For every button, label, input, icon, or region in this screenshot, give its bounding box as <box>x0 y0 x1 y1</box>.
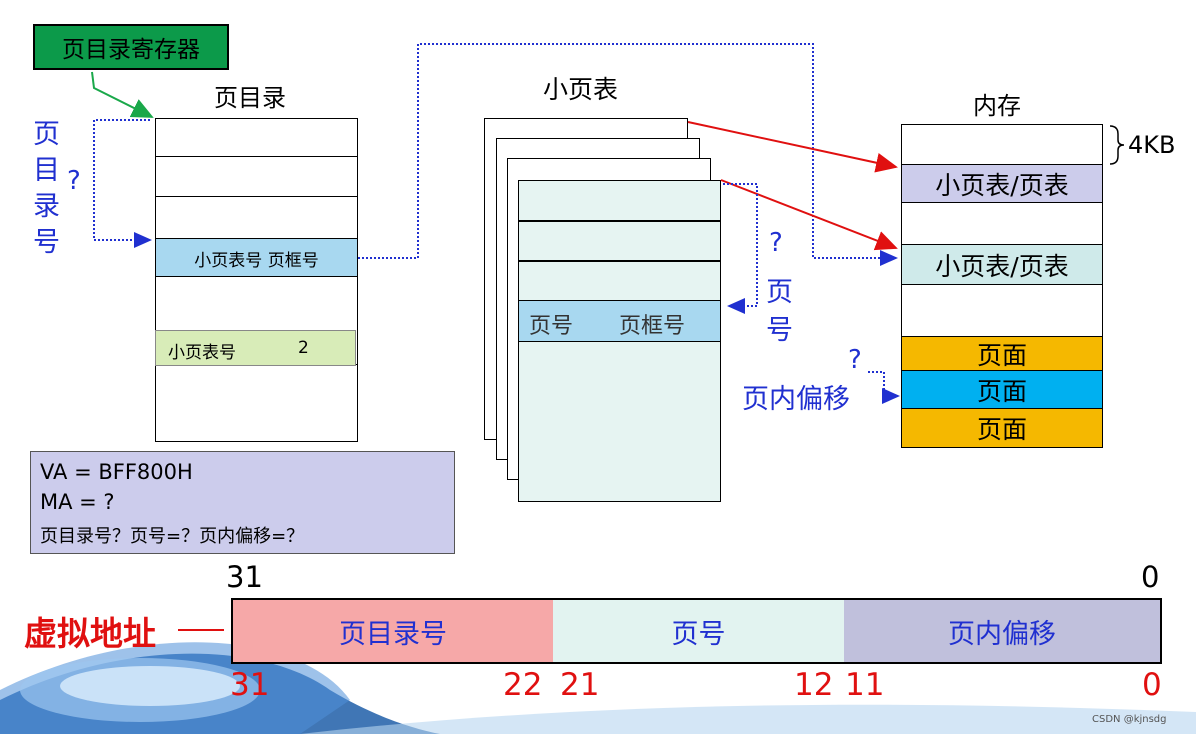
pd-to-memory-dotted <box>358 43 898 266</box>
page-directory-register-label: 页目录寄存器 <box>62 37 200 63</box>
bit-label: 12 <box>794 667 834 703</box>
page-index-char: 页 <box>766 277 793 308</box>
virtual-address-title: 虚拟地址 <box>24 614 156 653</box>
memory-block-label: 小页表/页表 <box>935 252 1069 281</box>
spt-row-line <box>518 220 721 222</box>
bit-label: 31 <box>230 667 270 703</box>
page-directory-title: 页目录 <box>214 84 286 112</box>
memory-block-label: 页面 <box>976 377 1027 406</box>
memory-block-page: 页面 <box>901 408 1103 448</box>
memory-block-label: 小页表/页表 <box>935 171 1069 200</box>
pd-entry-small-table-label: 小页表号 页框号 <box>194 250 319 271</box>
bit-label: 11 <box>845 667 885 703</box>
memory-title: 内存 <box>973 92 1021 120</box>
address-segment-offset: 页内偏移 <box>844 598 1162 664</box>
pd-index-char: 页 <box>33 119 60 150</box>
address-segment-pd-index: 页目录号 <box>231 598 553 664</box>
pd-entry-2: 小页表号 2 <box>155 330 356 366</box>
pd-entry-2-label: 小页表号 <box>168 343 236 363</box>
info-question: 页目录号？页号=？页内偏移=？ <box>40 526 305 547</box>
address-segment-page-index: 页号 <box>553 598 844 664</box>
memory-block-small-table: 小页表/页表 <box>901 244 1103 286</box>
small-page-table-title: 小页表 <box>543 75 619 104</box>
page-index-char: 号 <box>766 315 793 346</box>
page-index-bracket <box>723 183 758 314</box>
size-brace <box>1109 125 1125 165</box>
pd-index-char: 录 <box>33 191 60 222</box>
info-ma: MA = ? <box>40 490 115 514</box>
pd-index-bracket <box>93 119 152 248</box>
segment-label: 页目录号 <box>339 618 447 650</box>
address-top-bit-low: 0 <box>1141 560 1160 594</box>
memory-block <box>901 124 1103 166</box>
pd-index-char: 目 <box>33 155 60 186</box>
memory-block-small-table: 小页表/页表 <box>901 164 1103 204</box>
page-offset-label: 页内偏移 <box>742 384 850 415</box>
bit-label: 21 <box>560 667 600 703</box>
pd-entry-small-table: 小页表号 页框号 <box>155 238 358 278</box>
info-va: VA = BFF800H <box>40 460 193 484</box>
spt-entry-page-no: 页号 <box>529 314 574 339</box>
size-label: 4KB <box>1128 131 1176 159</box>
info-box: VA = BFF800H MA = ? 页目录号？页号=？页内偏移=？ <box>30 451 455 554</box>
memory-block-label: 页面 <box>976 415 1027 444</box>
memory-block-page-target: 页面 <box>901 370 1103 410</box>
table-to-memory-arrow <box>687 121 898 173</box>
table-to-memory-arrow <box>720 179 898 251</box>
spt-row-line <box>518 260 721 262</box>
page-directory-register: 页目录寄存器 <box>33 24 229 70</box>
spt-entry: 页号 页框号 <box>518 300 721 342</box>
pd-index-char: 号 <box>33 227 60 258</box>
register-arrow <box>91 71 154 118</box>
segment-label: 页内偏移 <box>948 618 1056 650</box>
page-offset-question: ? <box>848 345 862 375</box>
watermark: CSDN @kjnsdg <box>1092 714 1167 725</box>
segment-label: 页号 <box>671 618 726 650</box>
spt-entry-frame-no: 页框号 <box>619 314 686 339</box>
page-index-question: ? <box>769 228 783 258</box>
page-offset-bracket <box>868 371 900 404</box>
bit-label: 0 <box>1142 667 1162 703</box>
memory-block-label: 页面 <box>976 341 1027 370</box>
bit-label: 22 <box>503 667 543 703</box>
pd-index-question: ? <box>67 166 81 196</box>
pd-entry-2-value: 2 <box>298 338 309 358</box>
address-top-bit-high: 31 <box>226 560 263 594</box>
memory-block-page: 页面 <box>901 336 1103 372</box>
